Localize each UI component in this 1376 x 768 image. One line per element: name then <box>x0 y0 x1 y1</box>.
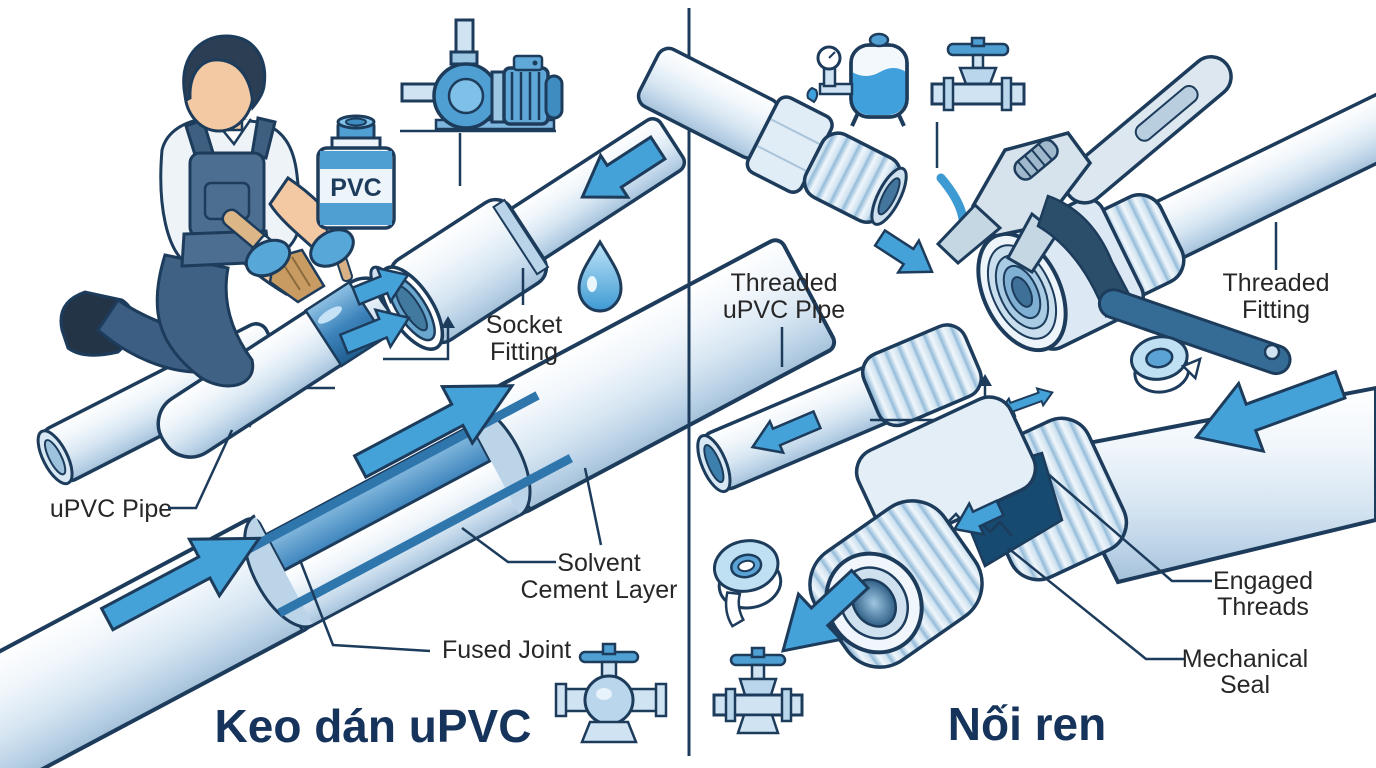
up-arrowhead <box>978 374 992 386</box>
up-arrowhead <box>441 316 455 328</box>
left-panel-title: Keo dán uPVC <box>215 700 532 752</box>
worker-glove <box>309 228 355 268</box>
threaded-fitting-label-line2: Fitting <box>1242 296 1310 324</box>
upvc-pipe-leader <box>168 429 234 510</box>
fused-joint-leader <box>298 559 431 653</box>
gate-valve-icon-bottom <box>712 646 804 735</box>
engaged-threads-leader <box>1047 473 1212 583</box>
pvc-can-label: PVC <box>330 174 381 202</box>
small-arrow <box>338 307 411 355</box>
threaded-fitting-label-line1: Threaded <box>1222 269 1329 297</box>
teflon-tape-icon-small <box>1129 335 1202 394</box>
worm-screw <box>1013 138 1059 181</box>
engaged-threads-label-line2: Threads <box>1217 593 1309 621</box>
tighten-double-arrow <box>998 386 1054 418</box>
worker-illustration <box>59 34 355 388</box>
gate-valve-icon-top <box>930 36 1026 112</box>
worker-leg <box>155 253 255 388</box>
pump-motor <box>502 66 550 126</box>
tape-tail <box>1180 356 1202 381</box>
solvent-cement-label-line1: Solvent <box>557 549 640 577</box>
socket-collar <box>492 198 550 276</box>
seal-arrow <box>952 499 1006 537</box>
threaded-pipe-top <box>636 46 908 226</box>
pvc-cement-can: PVC <box>316 114 396 230</box>
worker-hair <box>182 34 267 111</box>
fused-joint-cutaway-pipe <box>0 238 837 768</box>
right-panel-title: Nối ren <box>948 698 1106 750</box>
solvent-leader-1 <box>461 526 556 564</box>
socket-fitting-label-line2: Fitting <box>490 338 558 366</box>
drop-highlight <box>587 276 597 292</box>
teflon-tape-icon-large <box>712 539 783 628</box>
flow-arrow <box>352 384 515 480</box>
mechanical-seal-label-line2: Seal <box>1220 671 1270 699</box>
male-threads <box>860 323 983 428</box>
threaded-joint-cutaway <box>780 369 1376 669</box>
water-drop-icon <box>577 239 623 313</box>
pressure-tank-icon <box>806 32 909 127</box>
mechanical-seal-leader <box>1007 547 1184 661</box>
worker-glove <box>244 238 292 278</box>
assembly-arrows <box>338 266 455 361</box>
adjustable-wrench-icon <box>935 55 1292 376</box>
small-arrow <box>351 266 410 306</box>
threaded-pipe-label-line2: uPVC Pipe <box>723 296 845 324</box>
engaged-threads-label-line1: Engaged <box>1213 567 1313 595</box>
pump-icon <box>400 18 564 186</box>
threaded-pipe-bottom <box>696 323 983 494</box>
mechanical-seal-label-line1: Mechanical <box>1182 645 1308 673</box>
tape-tail <box>724 591 745 628</box>
upvc-pipe-label: uPVC Pipe <box>50 495 172 523</box>
solvent-cement-bottom <box>277 454 574 617</box>
threaded-pipe-label-line1: Threaded <box>730 269 837 297</box>
solvent-cement-label-line2: Cement Layer <box>520 576 677 604</box>
gate-valve-icon <box>554 642 668 744</box>
socket-fitting-assembly <box>378 117 687 351</box>
socket-fitting-label-line1: Socket <box>486 311 562 339</box>
wrench-handle-dark <box>1097 288 1292 376</box>
handle-slot <box>1134 85 1199 142</box>
fused-joint-label: Fused Joint <box>442 636 571 664</box>
flow-arrow <box>750 409 823 455</box>
tank-water <box>852 68 906 116</box>
flow-arrow <box>99 536 262 632</box>
flow-arrow-large <box>1193 369 1347 454</box>
insert-direction-arrow <box>580 135 668 199</box>
faucet-drip <box>806 86 819 104</box>
fixed-jaw <box>935 202 1003 266</box>
insert-arrow <box>873 228 934 274</box>
solvent-leader-2 <box>583 467 603 546</box>
exit-flow-arrow <box>780 568 871 653</box>
handle-hole <box>1263 343 1281 361</box>
